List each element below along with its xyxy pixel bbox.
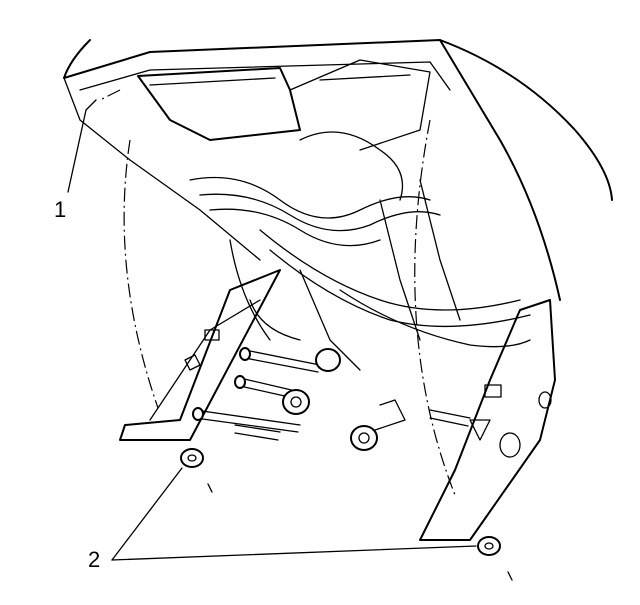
left-bracket (119, 269, 281, 441)
nut-right (477, 536, 513, 581)
wiring-harness (189, 131, 531, 371)
right-bracket (419, 299, 556, 541)
upper-housing (63, 39, 613, 301)
alignment-lines (99, 89, 456, 496)
control-module (137, 59, 431, 151)
callout-label-2: 2 (88, 547, 101, 572)
mounting-studs (192, 347, 471, 451)
nut-left (180, 448, 213, 493)
callout-label-1: 1 (54, 197, 67, 222)
leader-lines (67, 99, 477, 561)
